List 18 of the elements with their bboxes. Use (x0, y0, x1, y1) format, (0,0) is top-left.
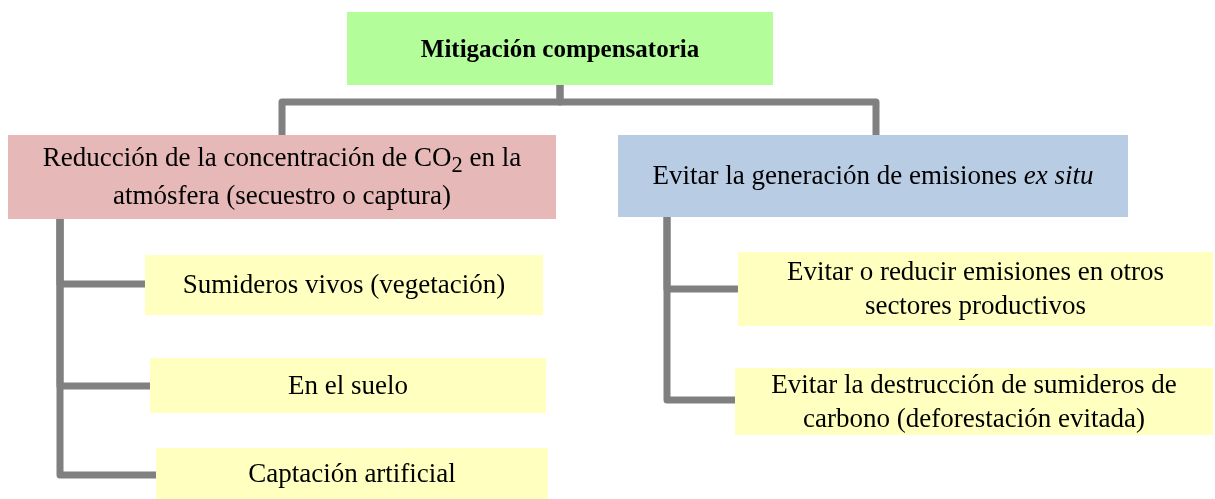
category-box (8, 135, 556, 219)
node-label: En el suelo (288, 368, 408, 402)
item-box (738, 252, 1213, 326)
connector-line (663, 217, 735, 404)
item-box (735, 368, 1213, 435)
node-label: Reducción de la concentración de CO$_{2}$ en la atmósfera (secuestro o captura) (41, 140, 523, 213)
node-label: Mitigación compensatoria (420, 33, 700, 64)
node-label: Evitar la generación de emisiones ex situ (652, 159, 1094, 193)
item-box (150, 358, 546, 413)
item-box (145, 255, 543, 315)
node-label: Evitar la destrucción de sumideros de carbono (deforestación evitada) (770, 367, 1178, 435)
node-label: Evitar o reducir emisiones en otros sectores productivos (785, 255, 1166, 322)
title-box (347, 12, 773, 85)
node-label: Sumideros vivos (vegetación) (182, 268, 506, 302)
node-label: Captación artificial (248, 456, 456, 490)
connector-line (56, 219, 156, 479)
category-box (618, 135, 1128, 217)
item-box (156, 448, 548, 499)
